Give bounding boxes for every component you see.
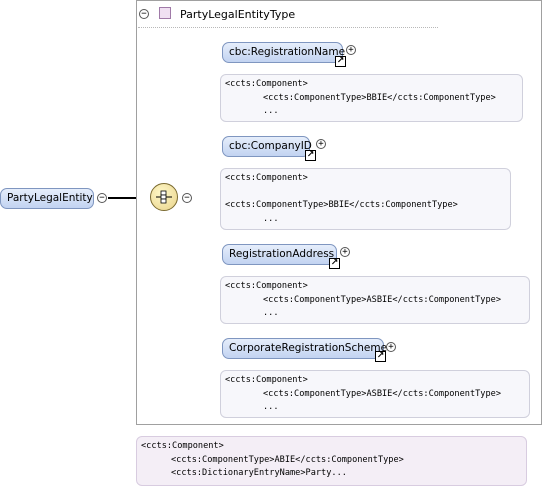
sequence-icon bbox=[156, 190, 172, 204]
annotation-company-id: <ccts:Component> <ccts:ComponentType>BBI… bbox=[220, 168, 511, 230]
annotation-line: ... bbox=[263, 402, 279, 412]
annotation-line: ... bbox=[263, 308, 279, 318]
annotation-registration-address: <ccts:Component> <ccts:ComponentType>ASB… bbox=[220, 276, 530, 324]
reference-arrow-icon: ↗ bbox=[375, 351, 386, 362]
annotation-line bbox=[225, 186, 506, 200]
element-label: RegistrationAddress bbox=[229, 248, 335, 260]
reference-arrow-icon: ↗ bbox=[335, 56, 346, 67]
annotation-line: <ccts:Component> bbox=[225, 375, 308, 385]
annotation-line: <ccts:Component> bbox=[225, 281, 308, 291]
expand-toggle-company-id[interactable]: + bbox=[316, 139, 326, 149]
expand-toggle-registration-name[interactable]: + bbox=[346, 45, 356, 55]
element-label: cbc:CompanyID bbox=[229, 140, 312, 152]
annotation-line: <ccts:ComponentType>BBIE</ccts:Component… bbox=[225, 200, 458, 210]
annotation-corporate-registration-scheme: <ccts:Component> <ccts:ComponentType>ASB… bbox=[220, 370, 530, 418]
type-header-divider bbox=[138, 27, 438, 28]
root-collapse-toggle[interactable]: − bbox=[97, 193, 107, 203]
annotation-line: <ccts:Component> bbox=[141, 441, 224, 451]
annotation-line: <ccts:Component> bbox=[225, 173, 308, 183]
element-corporate-registration-scheme[interactable]: CorporateRegistrationScheme bbox=[222, 338, 388, 359]
element-label: CorporateRegistrationScheme bbox=[229, 342, 388, 354]
annotation-line: <ccts:ComponentType>ABIE</ccts:Component… bbox=[171, 454, 404, 465]
element-registration-address[interactable]: RegistrationAddress bbox=[222, 244, 337, 265]
element-registration-name[interactable]: cbc:RegistrationName bbox=[222, 42, 346, 63]
annotation-line: <ccts:ComponentType>ASBIE</ccts:Componen… bbox=[263, 388, 501, 399]
type-annotation: <ccts:Component> <ccts:ComponentType>ABI… bbox=[136, 436, 527, 486]
expand-toggle-registration-address[interactable]: + bbox=[340, 247, 350, 257]
expand-toggle-corporate-registration-scheme[interactable]: + bbox=[386, 342, 396, 352]
type-collapse-toggle[interactable]: − bbox=[139, 9, 149, 19]
annotation-line: <ccts:DictionaryEntryName>Party... bbox=[171, 468, 347, 478]
annotation-line: ... bbox=[263, 106, 279, 116]
element-company-id[interactable]: cbc:CompanyID bbox=[222, 136, 312, 157]
reference-arrow-icon: ↗ bbox=[305, 150, 316, 161]
sequence-compositor[interactable] bbox=[150, 183, 178, 211]
annotation-registration-name: <ccts:Component> <ccts:ComponentType>BBI… bbox=[220, 74, 523, 122]
type-title: PartyLegalEntityType bbox=[180, 8, 296, 21]
sequence-collapse-toggle[interactable]: − bbox=[182, 193, 192, 203]
annotation-line: <ccts:ComponentType>BBIE</ccts:Component… bbox=[263, 92, 496, 103]
annotation-line: <ccts:Component> bbox=[225, 79, 308, 89]
element-label: cbc:RegistrationName bbox=[229, 46, 346, 58]
complex-type-icon bbox=[159, 7, 171, 19]
annotation-line: ... bbox=[263, 213, 279, 224]
reference-arrow-icon: ↗ bbox=[329, 258, 340, 269]
root-element-party-legal-entity[interactable]: PartyLegalEntity bbox=[0, 188, 94, 209]
root-element-label: PartyLegalEntity bbox=[7, 192, 93, 204]
annotation-line: <ccts:ComponentType>ASBIE</ccts:Componen… bbox=[263, 294, 501, 305]
